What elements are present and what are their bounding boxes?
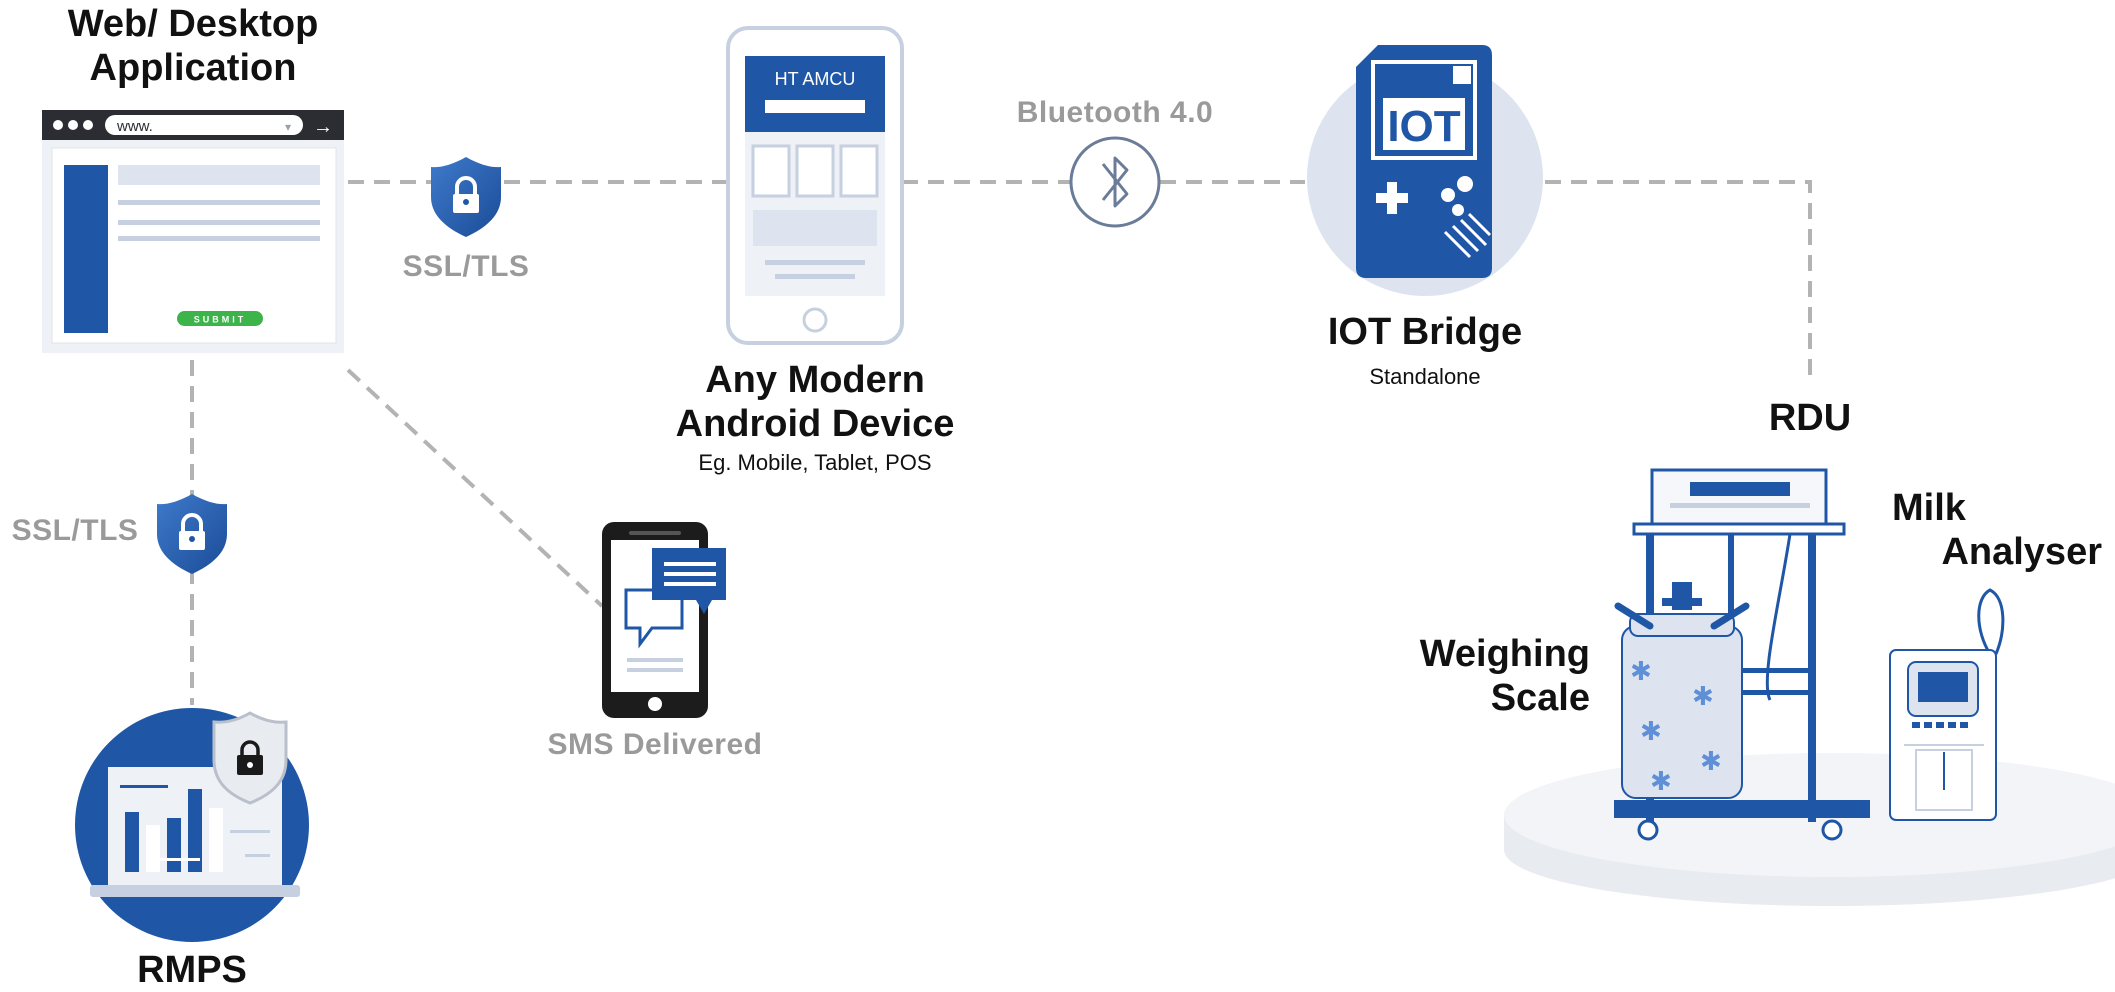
sidebar-block: [64, 165, 108, 333]
android-title-line2: Android Device: [675, 403, 955, 445]
connector-iot-to-rdu: [1545, 180, 1812, 378]
weighing-scale-line1: Weighing: [1419, 633, 1590, 675]
button-icon: [1441, 188, 1455, 202]
milk-analyser-label: Milk Analyser: [1870, 486, 2110, 574]
browser-url-text: www.: [116, 118, 153, 135]
milk-analyser-device: [1889, 588, 2005, 821]
shield-lock-icon: [157, 494, 227, 574]
web-app-title: Web/ Desktop Application: [0, 2, 393, 90]
app-header-title: HT AMCU: [775, 69, 856, 89]
rdu-label: RDU: [1768, 397, 1852, 439]
chevron-down-icon: ▾: [285, 120, 291, 134]
ssl-tls-label-left: SSL/TLS: [11, 514, 139, 547]
sms-phone: [602, 522, 726, 718]
android-title-line1: Any Modern: [705, 359, 925, 401]
weighing-scale-label: Weighing Scale: [1390, 632, 1590, 720]
milk-analyser-line2: Analyser: [1941, 531, 2102, 573]
bluetooth-label: Bluetooth 4.0: [1016, 96, 1214, 129]
android-device-title: Any Modern Android Device: [615, 358, 1015, 446]
weighing-scale-line2: Scale: [1490, 677, 1590, 719]
svg-text:✱: ✱: [1640, 717, 1662, 747]
svg-text:✱: ✱: [1692, 682, 1714, 712]
home-button-icon[interactable]: [648, 697, 662, 711]
ssl-tls-label-top: SSL/TLS: [402, 250, 530, 283]
window-dot-icon: [53, 120, 63, 130]
connector-web-to-sms: [346, 368, 604, 608]
speaker-grille-icon: [1443, 212, 1492, 259]
android-phone: HT AMCU: [726, 26, 904, 345]
button-icon: [1452, 204, 1464, 216]
rmps-laptop: [75, 708, 309, 942]
iot-bridge-title: IOT Bridge: [1327, 311, 1523, 353]
svg-text:✱: ✱: [1700, 747, 1722, 777]
svg-text:✱: ✱: [1630, 657, 1652, 687]
iot-bridge-device: IOT: [1307, 45, 1543, 296]
submit-button-label: SUBMIT: [194, 315, 247, 325]
sms-delivered-label: SMS Delivered: [547, 728, 763, 761]
shield-lock-icon: [431, 157, 501, 237]
web-app-title-line1: Web/ Desktop: [67, 3, 319, 45]
iot-chip-text: IOT: [1387, 102, 1460, 151]
browser-url-bar[interactable]: [105, 115, 303, 135]
svg-text:✱: ✱: [1650, 767, 1672, 797]
browser-window: www. ▾ → SUBMIT: [42, 110, 344, 353]
rmps-label: RMPS: [137, 949, 247, 991]
connectors: [190, 180, 1812, 705]
iot-bridge-subtitle: Standalone: [1369, 364, 1481, 389]
rdu-display: [1650, 468, 1828, 526]
window-dot-icon: [83, 120, 93, 130]
button-icon: [1457, 176, 1473, 192]
milk-analyser-line1: Milk: [1892, 487, 1966, 529]
arrow-right-icon[interactable]: →: [313, 116, 333, 138]
dairy-station: ✱ ✱ ✱ ✱ ✱: [1504, 468, 2115, 906]
bluetooth-icon: [1069, 136, 1161, 228]
android-device-subtitle: Eg. Mobile, Tablet, POS: [698, 450, 932, 475]
app-header: [745, 56, 885, 132]
milk-can: ✱ ✱ ✱ ✱ ✱: [1614, 582, 1750, 799]
submit-button[interactable]: [177, 311, 263, 326]
dpad-icon: [1376, 182, 1408, 214]
home-button-icon[interactable]: [802, 307, 828, 333]
window-dot-icon: [68, 120, 78, 130]
web-app-title-line2: Application: [89, 47, 297, 89]
